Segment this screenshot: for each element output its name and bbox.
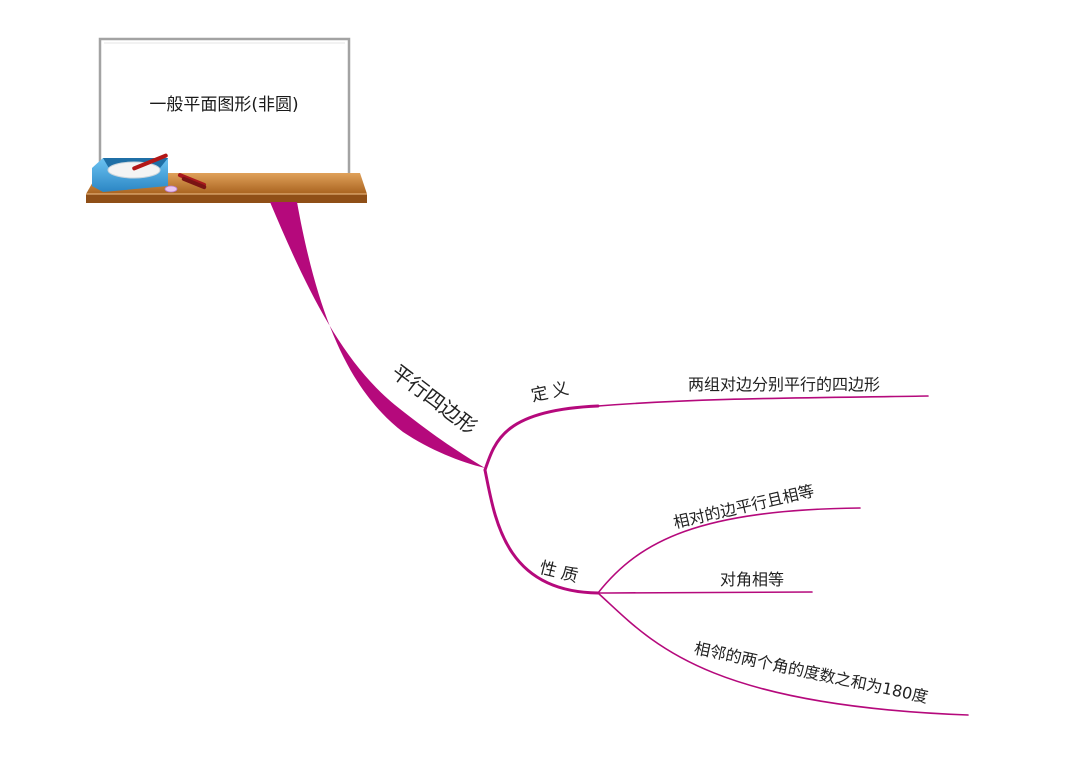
leaf-definition-label[interactable]: 两组对边分别平行的四边形 (688, 375, 880, 394)
root-topic[interactable]: 一般平面图形(非圆) (86, 37, 367, 203)
connector-definition-to-leaf (597, 395, 929, 407)
eraser-icon (164, 185, 178, 193)
root-label: 一般平面图形(非圆) (149, 95, 298, 115)
leaf-property-2-label[interactable]: 对角相等 (720, 570, 784, 589)
connector-properties-to-leaf-3 (597, 592, 969, 716)
connector-root-to-branch (270, 202, 485, 468)
tray-icon (92, 153, 168, 192)
leaf-property-1-label[interactable]: 相对的边平行且相等 (671, 481, 816, 532)
connector-properties-to-leaf-2 (597, 591, 813, 594)
leaf-property-3-label[interactable]: 相邻的两个角的度数之和为180度 (693, 639, 930, 707)
subtopic-properties-label[interactable]: 性质 (537, 558, 585, 588)
marker-icon (177, 173, 207, 190)
connector-branch-to-definition (483, 404, 600, 472)
connector-branch-to-properties (483, 468, 600, 595)
connector-properties-to-leaf-1 (597, 507, 861, 594)
subtopic-definition-label[interactable]: 定义 (529, 378, 574, 406)
